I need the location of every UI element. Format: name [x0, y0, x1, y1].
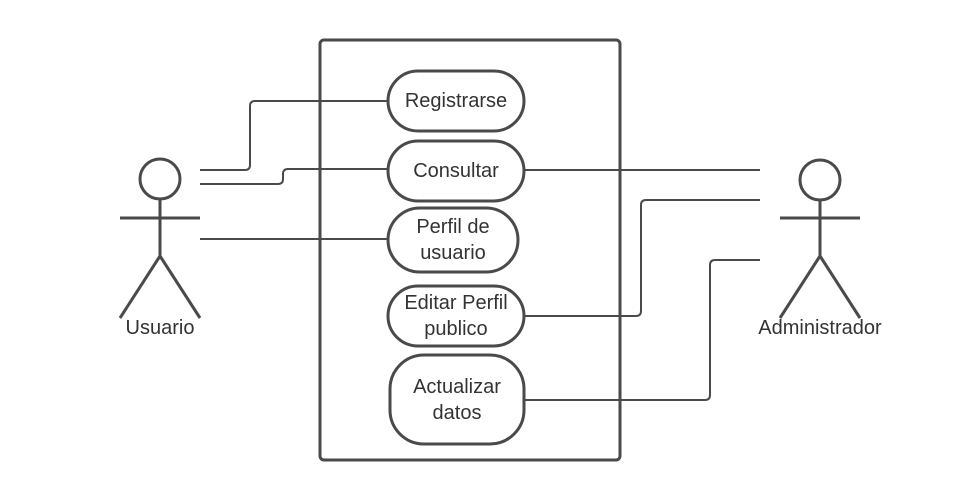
- use-case-registrarse[interactable]: [386, 69, 526, 133]
- use-case-label-registrarse: Registrarse: [404, 90, 508, 112]
- connector-actualizar-administrador: [524, 259, 760, 401]
- actor-label-usuario: Usuario: [125, 317, 195, 339]
- use-case-label-editar-perfil: Editar Perfil publico: [404, 292, 508, 340]
- use-case-label-actualizar-datos: Actualizar datos: [413, 375, 501, 424]
- use-case-label-consultar: Consultar: [413, 160, 499, 182]
- connector-usuario-consultar: [200, 168, 388, 185]
- system-boundary: [318, 38, 622, 462]
- connector-editar-administrador: [524, 199, 760, 317]
- use-case-consultar[interactable]: [386, 139, 526, 203]
- use-case-editar-perfil[interactable]: [386, 284, 526, 348]
- use-case-actualizar-datos[interactable]: [388, 353, 526, 446]
- actor-administrador-figure: [778, 158, 862, 319]
- actor-administrador-head: [798, 158, 842, 202]
- connector-usuario-registrarse: [200, 100, 388, 171]
- use-case-perfil-usuario[interactable]: [386, 206, 520, 274]
- use-case-label-perfil-usuario: Perfil de usuario: [416, 216, 490, 264]
- actor-usuario-figure: [118, 157, 202, 319]
- actor-label-administrador: Administrador: [758, 317, 882, 339]
- actor-usuario-head: [138, 157, 182, 201]
